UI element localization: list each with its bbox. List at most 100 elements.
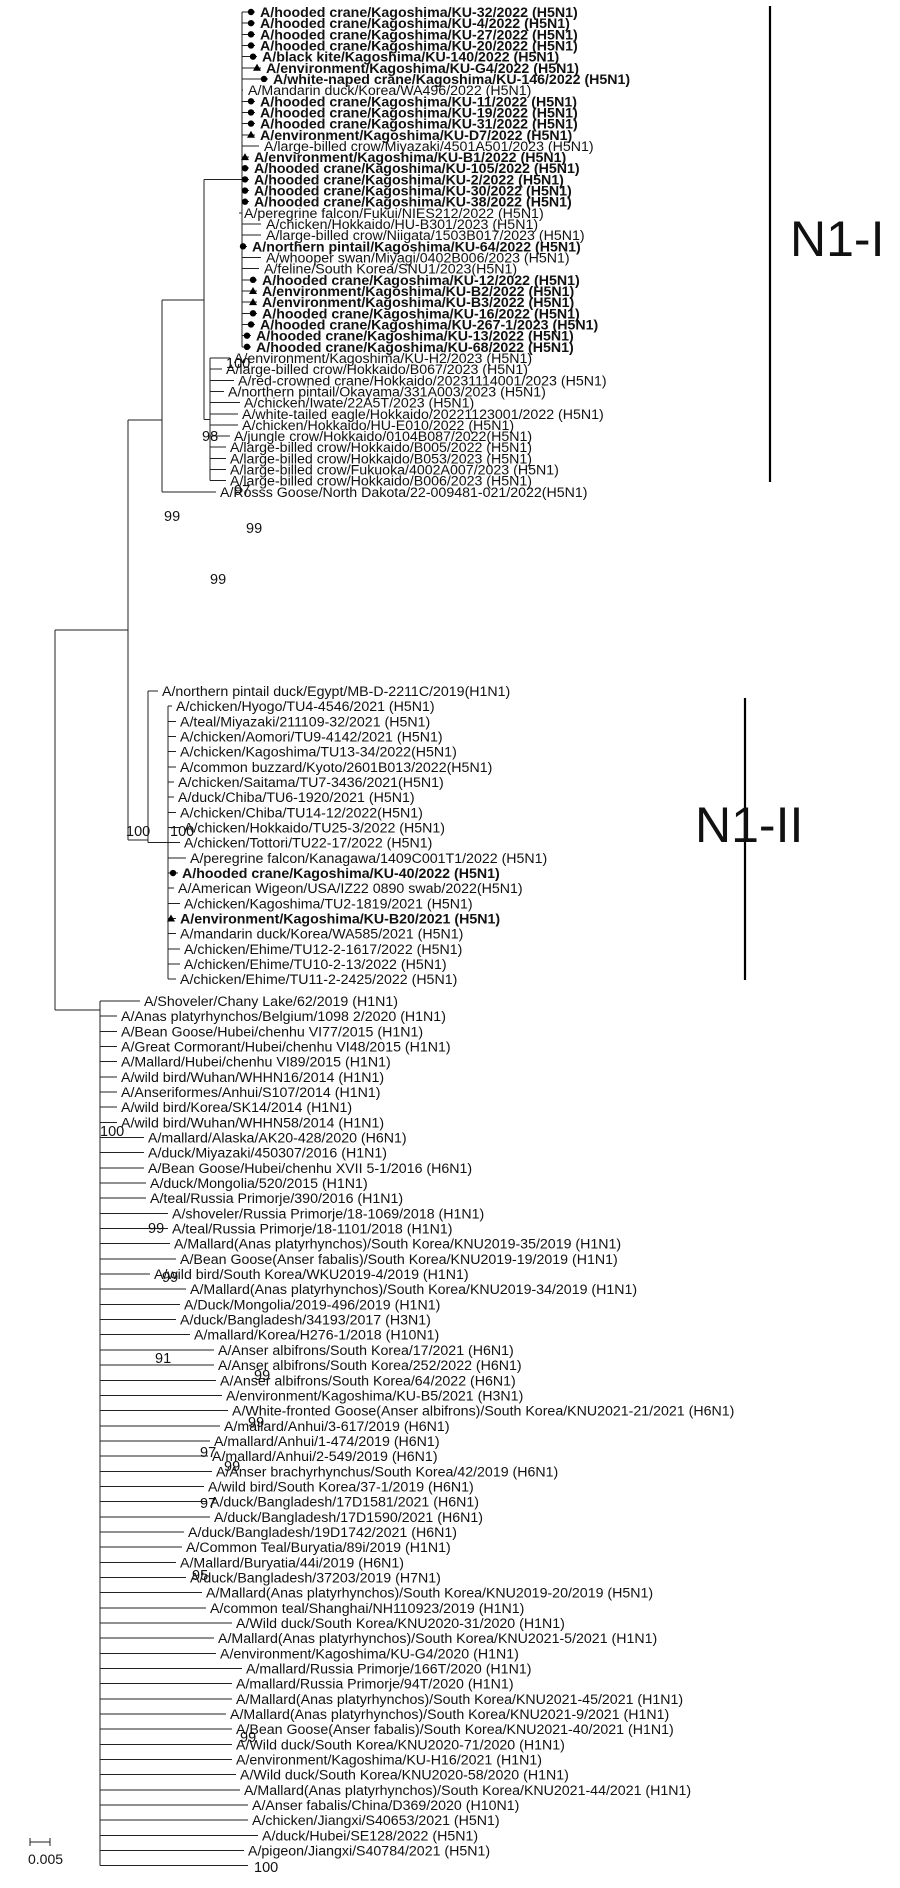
taxon-label: A/red-crowned crane/Hokkaido/20231114001…	[238, 373, 607, 389]
taxon-labels: A/hooded crane/Kagoshima/KU-32/2022 (H5N…	[121, 5, 734, 1860]
clade-label-n1-i: N1-I	[790, 211, 884, 267]
taxon-label: A/mallard/Anhui/1-474/2019 (H6N1)	[214, 1434, 440, 1450]
support-value: 100	[100, 1124, 124, 1140]
support-value: 99	[164, 509, 180, 525]
taxon-label: A/environment/Kagoshima/KU-G4/2020 (H1N1…	[220, 1646, 519, 1662]
taxon-label: A/Anser albifrons/South Korea/17/2021 (H…	[218, 1343, 514, 1359]
scale-bar: 0.005	[28, 1838, 63, 1867]
taxon-label: A/hooded crane/Kagoshima/KU-30/2022 (H5N…	[254, 184, 572, 200]
taxon-label: A/whooper swan/Miyagi/0402B006/2023 (H5N…	[266, 251, 570, 267]
taxon-label: A/Wild duck/South Korea/KNU2020-58/2020 …	[240, 1768, 569, 1784]
taxon-label: A/chicken/Aomori/TU9-4142/2021 (H5N1)	[180, 730, 443, 746]
support-value: 99	[248, 1415, 264, 1431]
taxon-label: A/American Wigeon/USA/IZ22 0890 swab/202…	[178, 881, 523, 897]
taxon-label: A/chicken/Jiangxi/S40653/2021 (H5N1)	[252, 1813, 500, 1829]
taxon-label: A/environment/Kagoshima/KU-H16/2021 (H1N…	[236, 1753, 542, 1769]
taxon-label: A/large-billed crow/Hokkaido/B067/2023 (…	[226, 362, 528, 378]
hooded-sample-circle-marker	[169, 869, 177, 877]
taxon-label: A/northern pintail/Okayama/331A003/2023 …	[228, 384, 546, 400]
hooded-sample-circle-marker	[247, 8, 255, 16]
taxon-label: A/environment/Kagoshima/KU-B2/2022 (H5N1…	[262, 284, 574, 300]
taxon-label: A/hooded crane/Kagoshima/KU-267-1/2023 (…	[260, 317, 599, 333]
taxon-label: A/wild bird/Wuhan/WHHN16/2014 (H1N1)	[121, 1070, 384, 1086]
environment-sample-triangle-marker	[241, 153, 249, 161]
taxon-label: A/hooded crane/Kagoshima/KU-32/2022 (H5N…	[260, 5, 578, 21]
taxon-label: A/mallard/Russia Primorje/94T/2020 (H1N1…	[236, 1677, 514, 1693]
taxon-label: A/environment/Kagoshima/KU-H2/2023 (H5N1…	[234, 351, 532, 367]
taxon-label: A/environment/Kagoshima/KU-B20/2021 (H5N…	[180, 912, 500, 928]
taxon-label: A/chicken/Kagoshima/TU13-34/2022(H5N1)	[180, 745, 457, 761]
taxon-label: A/large-billed crow/Fukuoka/4002A007/202…	[230, 463, 559, 479]
taxon-label: A/hooded crane/Kagoshima/KU-4/2022 (H5N1…	[260, 16, 570, 32]
hooded-sample-circle-marker	[249, 276, 257, 284]
hooded-sample-circle-marker	[243, 343, 251, 350]
taxon-label: A/common teal/Shanghai/NH110923/2019 (H1…	[210, 1601, 524, 1617]
taxon-label: A/Mallard/Buryatia/44i/2019 (H6N1)	[180, 1555, 404, 1571]
taxon-label: A/mallard/Anhui/3-617/2019 (H6N1)	[224, 1419, 450, 1435]
support-value: 98	[202, 429, 218, 445]
taxon-label: A/northern pintail duck/Egypt/MB-D-2211C…	[162, 684, 510, 700]
taxon-label: A/Mallard(Anas platyrhynchos)/South Kore…	[218, 1631, 657, 1647]
taxon-label: A/Anser brachyrhynchus/South Korea/42/20…	[216, 1464, 558, 1480]
sample-markers	[167, 8, 268, 922]
hooded-sample-circle-marker	[247, 19, 255, 27]
taxon-label: A/hooded crane/Kagoshima/KU-27/2022 (H5N…	[260, 27, 578, 43]
tree-branches	[54, 11, 268, 1867]
hooded-sample-circle-marker	[241, 198, 249, 205]
hooded-sample-circle-marker	[241, 165, 249, 172]
hooded-sample-circle-marker	[241, 176, 249, 183]
taxon-label: A/Wild duck/South Korea/KNU2020-31/2020 …	[236, 1616, 565, 1632]
taxon-label: A/chicken/Hokkaido/TU25-3/2022 (H5N1)	[184, 821, 445, 837]
taxon-label: A/hooded crane/Kagoshima/KU-40/2022 (H5N…	[182, 866, 500, 882]
taxon-label: A/large-billed crow/Hokkaido/B005/2022 (…	[230, 440, 532, 456]
taxon-label: A/Anser fabalis/China/D369/2020 (H10N1)	[252, 1798, 519, 1814]
taxon-label: A/Mallard/Hubei/chenhu VI89/2015 (H1N1)	[121, 1055, 391, 1071]
taxon-label: A/duck/Miyazaki/450307/2016 (H1N1)	[148, 1146, 387, 1162]
taxon-label: A/Anseriformes/Anhui/S107/2014 (H1N1)	[121, 1085, 380, 1101]
taxon-label: A/Mallard(Anas platyrhynchos)/South Kore…	[190, 1282, 637, 1298]
taxon-label: A/duck/Chiba/TU6-1920/2021 (H5N1)	[178, 790, 415, 806]
hooded-sample-circle-marker	[249, 53, 257, 60]
environment-sample-triangle-marker	[253, 63, 261, 71]
taxon-label: A/jungle crow/Hokkaido/0104B087/2022(H5N…	[234, 429, 532, 445]
taxon-label: A/Great Cormorant/Hubei/chenhu VI48/2015…	[121, 1040, 451, 1056]
support-value: 100	[254, 1860, 278, 1876]
taxon-label: A/mallard/Alaska/AK20-428/2020 (H6N1)	[148, 1131, 407, 1147]
taxon-label: A/Duck/Mongolia/2019-496/2019 (H1N1)	[184, 1297, 440, 1313]
support-value: 91	[155, 1351, 171, 1367]
taxon-label: A/white-naped crane/Kagoshima/KU-146/202…	[273, 72, 630, 88]
taxon-label: A/Bean Goose/Hubei/chenhu XVII 5-1/2016 …	[148, 1161, 472, 1177]
taxon-label: A/mallard/Russia Primorje/166T/2020 (H1N…	[246, 1661, 531, 1677]
taxon-label: A/shoveler/Russia Primorje/18-1069/2018 …	[172, 1206, 484, 1222]
taxon-label: A/hooded crane/Kagoshima/KU-19/2022 (H5N…	[260, 105, 578, 121]
support-value: 99	[224, 1459, 240, 1475]
taxon-label: A/duck/Bangladesh/34193/2017 (H3N1)	[180, 1313, 431, 1329]
taxon-label: A/Bean Goose(Anser fabalis)/South Korea/…	[236, 1722, 674, 1738]
taxon-label: A/chicken/Hyogo/TU4-4546/2021 (H5N1)	[176, 699, 435, 715]
taxon-label: A/environment/Kagoshima/KU-B3/2022 (H5N1…	[262, 295, 574, 311]
support-value: 99	[240, 1730, 256, 1746]
taxon-label: A/chicken/Iwate/22A5T/2023 (H5N1)	[244, 396, 474, 412]
hooded-sample-circle-marker	[249, 310, 257, 317]
support-value: 100	[126, 824, 150, 840]
hooded-sample-circle-marker	[247, 98, 255, 105]
support-value: 99	[210, 572, 226, 588]
support-value: 99	[148, 1221, 164, 1237]
taxon-label: A/Wild duck/South Korea/KNU2020-71/2020 …	[236, 1737, 565, 1753]
taxon-label: A/duck/Bangladesh/17D1590/2021 (H6N1)	[214, 1510, 483, 1526]
taxon-label: A/environment/Kagoshima/KU-D7/2022 (H5N1…	[260, 128, 572, 144]
support-value: 99	[254, 1368, 270, 1384]
taxon-label: A/Common Teal/Buryatia/89i/2019 (H1N1)	[186, 1540, 451, 1556]
taxon-label: A/mandarin duck/Korea/WA585/2021 (H5N1)	[180, 927, 463, 943]
taxon-label: A/peregrine falcon/Fukui/NIES212/2022 (H…	[244, 206, 544, 222]
hooded-sample-circle-marker	[247, 109, 255, 116]
support-value: 95	[192, 1568, 208, 1584]
taxon-label: A/duck/Mongolia/520/2015 (H1N1)	[150, 1176, 368, 1192]
taxon-label: A/feline/South Korea/SNU1/2023(H5N1)	[264, 262, 517, 278]
taxon-label: A/wild bird/South Korea/37-1/2019 (H6N1)	[208, 1479, 474, 1495]
hooded-sample-circle-marker	[247, 42, 255, 49]
taxon-label: A/chicken/Ehime/TU12-2-1617/2022 (H5N1)	[184, 942, 462, 958]
support-value: 97	[234, 483, 250, 499]
